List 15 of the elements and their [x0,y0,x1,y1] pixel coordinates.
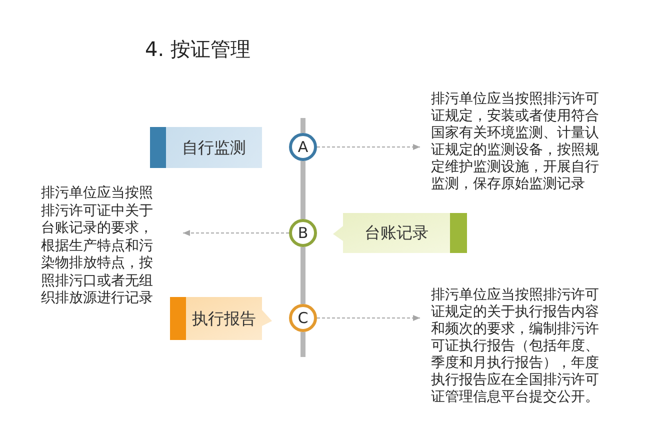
step-label: 执行报告 [192,309,256,328]
timeline-line [300,247,306,304]
step-circle: A [289,133,317,161]
dashed-arrow [316,144,420,150]
step-label: 台账记录 [364,224,428,242]
description-text: 排污单位应当按照排污许可证规定的关于执行报告内容和频次的要求，编制排污许可证执行报告（包括年度、季度和月执行报告），年度执行报告应在全国排污许可证管理信息平台提交公开。 [431,287,603,406]
step-circle: B [289,219,317,247]
dashed-arrow [316,315,420,321]
step-label: 自行监测 [182,138,246,157]
step-circle: C [289,304,317,332]
dashed-arrow [182,230,290,236]
title: 4. 按证管理 [145,37,250,61]
description-text: 排污单位应当按照排污许可证中关于台账记录的要求，根据生产特点和污染物排放特点，按照排污口或者无组织排放源进行记录 [41,185,157,308]
description-text: 排污单位应当按照排污许可证规定，安装或者使用符合国家有关环境监测、计量认证规定的监测设备，按照规定维护监测设施，开展自行监测，保存原始监测记录 [431,91,603,193]
timeline-line [300,161,306,219]
